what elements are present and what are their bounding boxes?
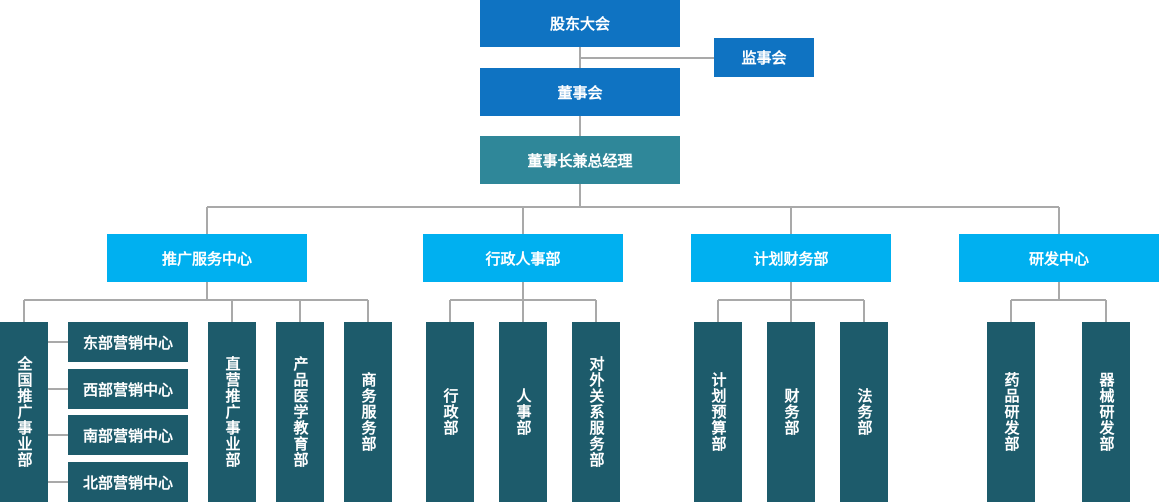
- region-east-marketing-center: 东部营销中心: [68, 322, 188, 362]
- unit-planning-budget: 计划预算部: [694, 322, 742, 502]
- unit-drug-rnd: 药品研发部: [987, 322, 1035, 502]
- unit-finance: 财务部: [767, 322, 815, 502]
- unit-device-rnd: 器械研发部: [1082, 322, 1130, 502]
- division-planning-finance: 计划财务部: [691, 234, 891, 282]
- unit-human-resources: 人事部: [499, 322, 547, 502]
- unit-administration: 行政部: [426, 322, 474, 502]
- division-admin-hr: 行政人事部: [423, 234, 623, 282]
- region-south-marketing-center: 南部营销中心: [68, 415, 188, 455]
- unit-national-promotion: 全国推广事业部: [0, 322, 48, 502]
- unit-product-medical-education: 产品医学教育部: [276, 322, 324, 502]
- region-west-marketing-center: 西部营销中心: [68, 369, 188, 409]
- unit-direct-promotion: 直营推广事业部: [208, 322, 256, 502]
- chairman-ceo-box: 董事长兼总经理: [480, 136, 680, 184]
- board-of-directors-box: 董事会: [480, 68, 680, 116]
- shareholders-meeting-box: 股东大会: [480, 0, 680, 47]
- unit-external-relations: 对外关系服务部: [572, 322, 620, 502]
- region-north-marketing-center: 北部营销中心: [68, 462, 188, 502]
- supervisory-board-box: 监事会: [714, 38, 814, 77]
- unit-business-service: 商务服务部: [344, 322, 392, 502]
- unit-legal: 法务部: [840, 322, 888, 502]
- division-promotion-service-center: 推广服务中心: [107, 234, 307, 282]
- division-rnd-center: 研发中心: [959, 234, 1159, 282]
